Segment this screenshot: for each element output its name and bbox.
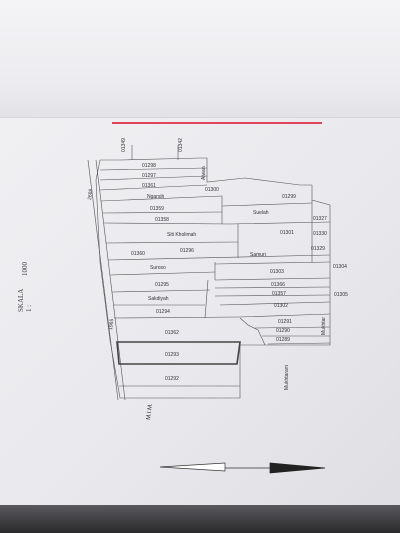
road-label-mukhtaram: Mukhtaram	[284, 365, 290, 390]
parcel-suroso: Suroso	[150, 265, 166, 271]
parcel-01305: 01305	[334, 292, 348, 298]
north-arrow-left	[159, 462, 226, 472]
road-label-alwan: Alwan	[201, 166, 207, 180]
parcel-01290: 01290	[276, 328, 290, 334]
parcel-01296: 01296	[180, 248, 194, 254]
parcel-01300: 01300	[205, 187, 219, 193]
parcel-01357: 01357	[272, 291, 286, 297]
road-label-mim: M.I.M.	[146, 403, 154, 421]
parcel-01299: 01299	[282, 194, 296, 200]
parcel-01295: 01295	[155, 282, 169, 288]
parcel-01366: 01366	[271, 282, 285, 288]
road-line-left-inner	[95, 159, 126, 401]
parcel-01289: 01289	[276, 337, 290, 343]
parcel-01330: 01330	[313, 231, 327, 237]
parcel-01293: 01293	[165, 352, 179, 358]
parcel-01294: 01294	[156, 309, 170, 315]
parcel-01291: 01291	[278, 319, 292, 325]
parcel-suelah: Suelah	[253, 210, 269, 216]
road-line-left	[87, 159, 119, 401]
parcel-sakdiyah: Sakdiyah	[148, 296, 169, 302]
parcel-01292: 01292	[165, 376, 179, 382]
parcel-01298: 01298	[142, 163, 156, 169]
red-margin-line	[112, 122, 322, 124]
parcel-ngarsih: Ngarsih	[147, 194, 164, 200]
parcel-01362: 01362	[165, 330, 179, 336]
road-label-1965: 1965	[108, 318, 115, 330]
parcel-01360: 01360	[131, 251, 145, 257]
paper-sheet	[0, 118, 400, 518]
top-ref-1: 01349	[121, 138, 127, 152]
parcel-01302: 01302	[274, 303, 288, 309]
parcel-01301: 01301	[280, 230, 294, 236]
north-arrow-right	[269, 462, 326, 474]
parcel-01358: 01358	[155, 217, 169, 223]
parcel-siti-kholimah: Siti Kholimah	[167, 232, 196, 238]
table-shadow	[0, 505, 400, 533]
background-wall	[0, 0, 400, 120]
parcel-01303: 01303	[270, 269, 284, 275]
highlighted-parcel-01293	[116, 341, 241, 365]
road-label-2688: 2688	[87, 188, 94, 200]
parcel-01359: 01359	[150, 206, 164, 212]
top-ref-2: 01342	[178, 138, 184, 152]
parcel-samuri: Samuri	[250, 252, 266, 258]
parcel-01297: 01297	[142, 173, 156, 179]
parcel-01329: 01329	[311, 246, 325, 252]
parcel-01361: 01361	[142, 183, 156, 189]
parcel-01304: 01304	[333, 264, 347, 270]
parcel-01327: 01327	[313, 216, 327, 222]
road-label-mukhtar: Mukhtar	[321, 317, 327, 335]
